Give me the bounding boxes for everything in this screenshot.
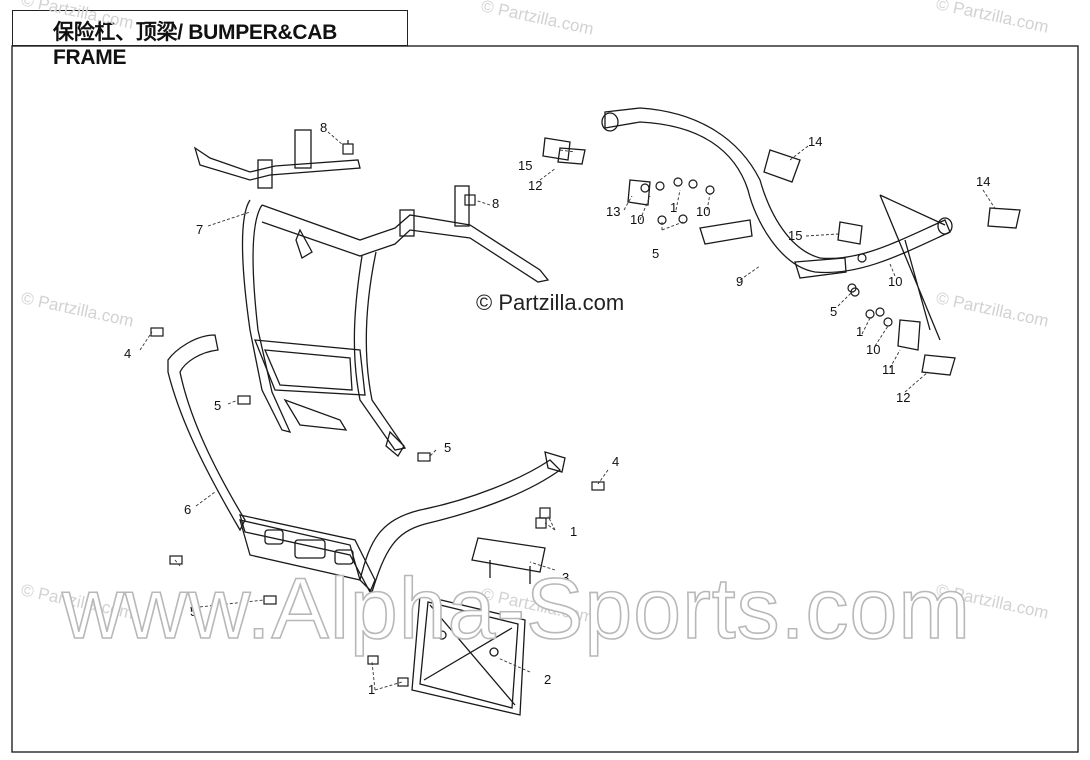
callout-8: 8 <box>320 120 327 135</box>
callout-10: 10 <box>866 342 880 357</box>
callout-13: 13 <box>606 204 620 219</box>
callout-12: 12 <box>528 178 542 193</box>
callout-14: 14 <box>976 174 990 189</box>
watermark-site: www.Alpha-Sports.com <box>61 560 971 658</box>
callout-1: 1 <box>856 324 863 339</box>
callout-9: 9 <box>736 274 743 289</box>
outer-border <box>11 45 1079 753</box>
callout-10: 10 <box>630 212 644 227</box>
callout-15: 15 <box>788 228 802 243</box>
callout-5: 5 <box>830 304 837 319</box>
callout-15: 15 <box>518 158 532 173</box>
callout-5: 5 <box>652 246 659 261</box>
bumper-part-6 <box>167 334 566 594</box>
callout-12: 12 <box>896 390 910 405</box>
copyright-text: © Partzilla.com <box>476 290 625 315</box>
callout-10: 10 <box>696 204 710 219</box>
rear-bar-part-9 <box>542 107 1021 376</box>
callout-7: 7 <box>196 222 203 237</box>
callout-6: 6 <box>184 502 191 517</box>
leader-lines <box>139 131 997 691</box>
callout-4: 4 <box>612 454 619 469</box>
title-box: 保险杠、顶梁/ BUMPER&CAB FRAME <box>12 10 408 69</box>
callout-1: 1 <box>670 200 677 215</box>
callout-8: 8 <box>492 196 499 211</box>
callout-5: 5 <box>214 398 221 413</box>
page-title: 保险杠、顶梁/ BUMPER&CAB FRAME <box>53 21 337 69</box>
license-plate-part-2 <box>411 537 546 716</box>
callout-4: 4 <box>124 346 131 361</box>
callout-1: 1 <box>368 682 375 697</box>
cab-frame-part-7 <box>193 129 550 457</box>
callout-2: 2 <box>544 672 551 687</box>
callout-10: 10 <box>888 274 902 289</box>
callout-5: 5 <box>190 604 197 619</box>
callout-5: 5 <box>444 440 451 455</box>
callout-3: 3 <box>562 570 569 585</box>
callout-1: 1 <box>570 524 577 539</box>
callout-14: 14 <box>808 134 822 149</box>
callout-11: 11 <box>882 362 896 377</box>
